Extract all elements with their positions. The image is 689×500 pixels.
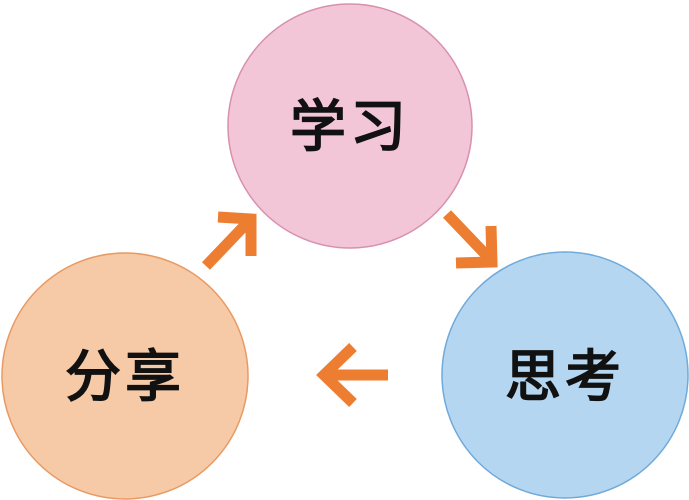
arrow-think-to-share [316, 343, 388, 407]
node-label-share: 分享 [65, 344, 185, 410]
circle-share [1, 252, 249, 500]
circle-learn [227, 3, 473, 249]
arrow-share-to-learn [202, 211, 257, 270]
node-label-think: 思考 [505, 344, 625, 410]
circle-think [441, 251, 689, 499]
node-label-learn: 学习 [290, 94, 410, 160]
arrow-learn-to-think [443, 210, 498, 269]
